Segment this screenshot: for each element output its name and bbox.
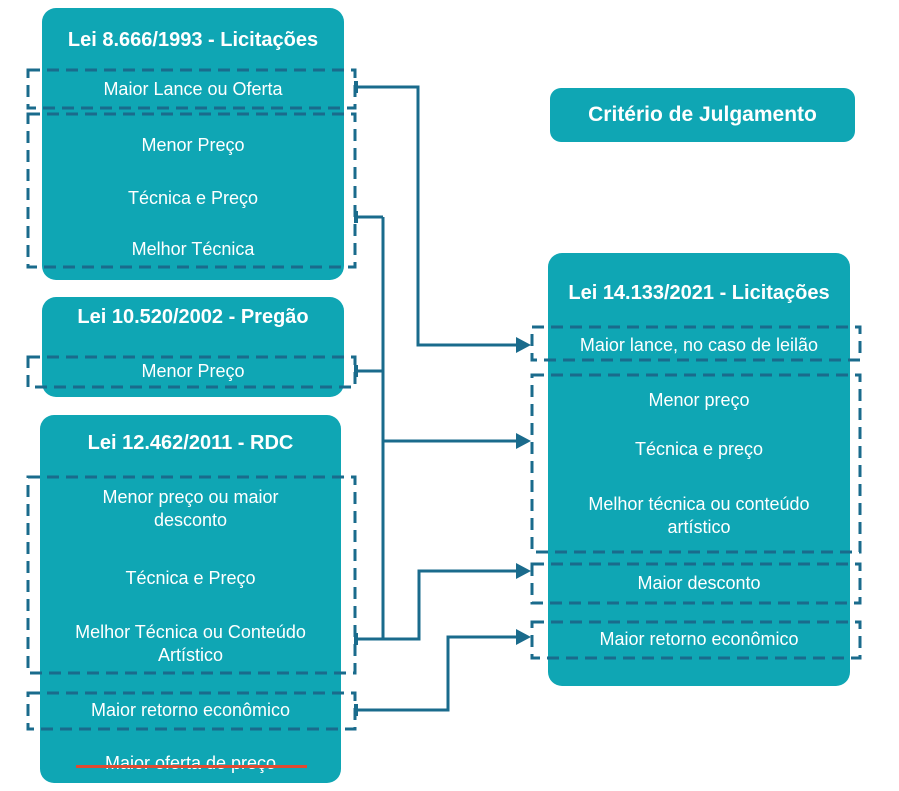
lei-12462-item: Menor preço ou maior desconto: [102, 487, 279, 530]
connector-maior-desconto: [356, 569, 516, 641]
lei-14133-item: Maior desconto: [637, 573, 761, 593]
red-strikethrough-line: [76, 765, 307, 768]
lei-10520-header: Lei 10.520/2002 - Pregão: [77, 306, 309, 328]
dashed-group-14133-b: [530, 373, 862, 554]
lei-8666-item: Melhor Técnica: [131, 239, 255, 259]
lei-8666-item: Menor Preço: [141, 135, 245, 155]
dashed-group-14133-d: [530, 620, 862, 660]
lei-12462-item: Técnica e Preço: [125, 568, 256, 588]
lei-14133-item: Técnica e preço: [634, 439, 764, 459]
dashed-group-12462-a: [26, 475, 357, 675]
arrowhead-maior-desconto: [516, 563, 531, 579]
criterio-title-box: [550, 88, 855, 142]
lei-12462-item-struck: Maior oferta de preço: [104, 753, 277, 773]
dashed-group-14133-a: [530, 325, 862, 362]
lei-8666-item: Técnica e Preço: [127, 188, 259, 208]
lei-14133-item: Melhor técnica ou conteúdo artístico: [588, 494, 810, 537]
arrowhead-tecnica-preco: [516, 433, 531, 449]
connector-maior-retorno: [356, 635, 516, 712]
lei-14133-item: Maior retorno econômico: [599, 629, 799, 649]
lei-14133-box: [548, 253, 850, 686]
lei-8666-box: [42, 8, 344, 280]
lei-14133-item: Maior lance, no caso de leilão: [579, 335, 819, 355]
criterio-title: Critério de Julgamento: [588, 103, 817, 126]
dashed-group-14133-c: [530, 562, 862, 605]
arrowhead-maior-retorno: [516, 629, 531, 645]
lei-12462-header: Lei 12.462/2011 - RDC: [87, 432, 294, 454]
lei-10520-box: [42, 297, 344, 397]
lei-8666-header: Lei 8.666/1993 - Licitações: [67, 29, 319, 51]
lei-8666-item: Maior Lance ou Oferta: [103, 79, 283, 99]
lei-10520-item: Menor Preço: [141, 361, 245, 381]
connector-menor-preco-tecnica: [356, 215, 516, 640]
connector-maior-lance: [356, 85, 516, 347]
lei-12462-item: Maior retorno econômico: [90, 700, 291, 720]
lei-14133-header: Lei 14.133/2021 - Licitações: [568, 282, 830, 304]
lei-14133-item: Menor preço: [648, 390, 750, 410]
lei-12462-item: Melhor Técnica ou Conteúdo Artístico: [75, 622, 306, 665]
dashed-group-8666-b: [26, 112, 357, 269]
arrowhead-maior-lance: [516, 337, 531, 353]
